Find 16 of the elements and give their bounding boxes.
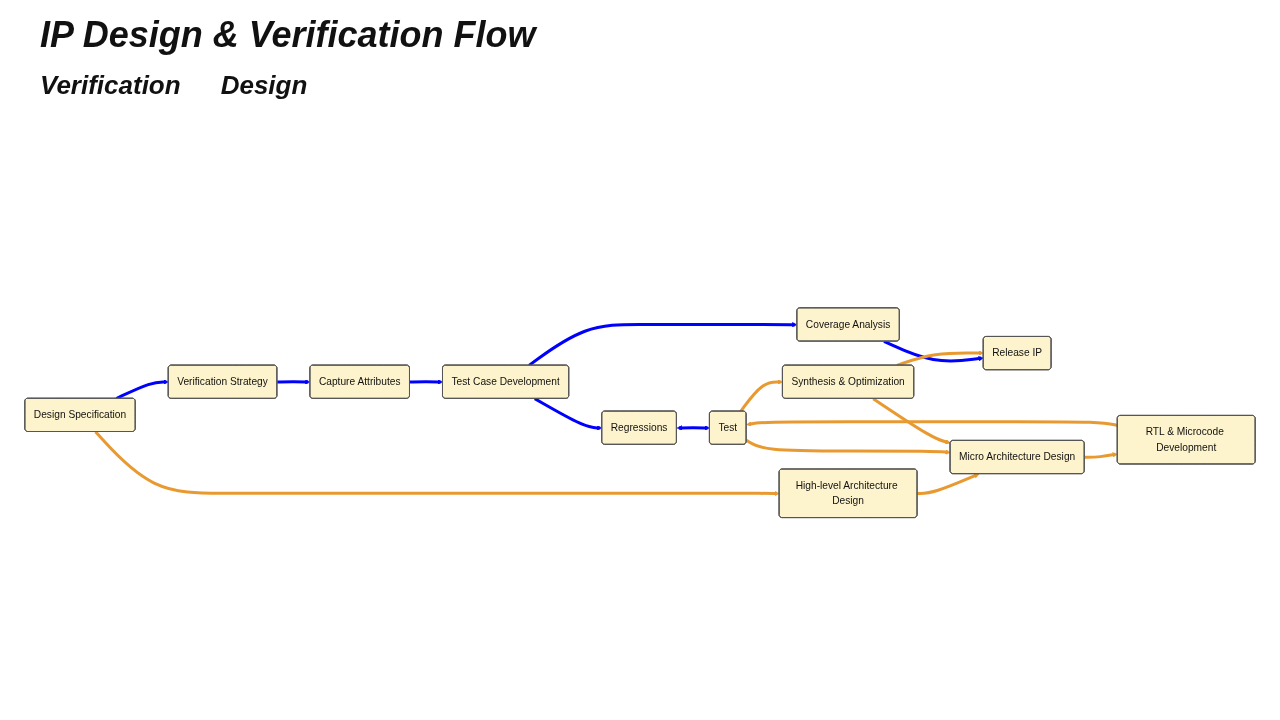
arrow xyxy=(872,397,951,445)
diagram-title: IP Design & Verification Flow xyxy=(40,14,536,56)
arrow xyxy=(277,379,311,385)
arrow xyxy=(739,379,783,413)
arrow xyxy=(883,339,984,363)
arrow xyxy=(746,420,1118,427)
arrow xyxy=(115,379,169,400)
arrow xyxy=(94,430,780,496)
arrow xyxy=(409,379,444,385)
section-label: Design xyxy=(220,70,308,101)
arrow xyxy=(534,397,603,431)
arrow xyxy=(1084,452,1118,459)
arrow xyxy=(745,438,951,455)
arrow xyxy=(917,473,980,495)
section-label: Verification xyxy=(40,70,181,101)
arrow xyxy=(676,425,710,431)
